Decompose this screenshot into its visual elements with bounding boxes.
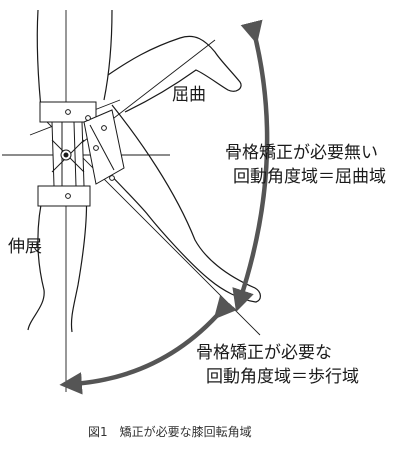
- figure-caption: 図1 矯正が必要な膝回転角域: [88, 425, 252, 439]
- knee-brace: [37, 101, 125, 207]
- correction-range-label-line2: 回動角度域＝歩行域: [206, 367, 359, 387]
- walking-range-arrow: [59, 295, 237, 395]
- brace-lower-cuff: [37, 185, 91, 207]
- no-correction-range-label-line2: 回動角度域＝屈曲域: [233, 167, 386, 187]
- correction-range-label-line1: 骨格矯正が必要な: [196, 343, 332, 363]
- brace-tilted-cuff: [83, 109, 125, 185]
- flexion-label: 屈曲: [172, 85, 206, 105]
- extension-label: 伸展: [8, 237, 42, 257]
- flexion-range-arrow: [232, 19, 270, 312]
- no-correction-range-label-line1: 骨格矯正が必要無い: [225, 143, 378, 163]
